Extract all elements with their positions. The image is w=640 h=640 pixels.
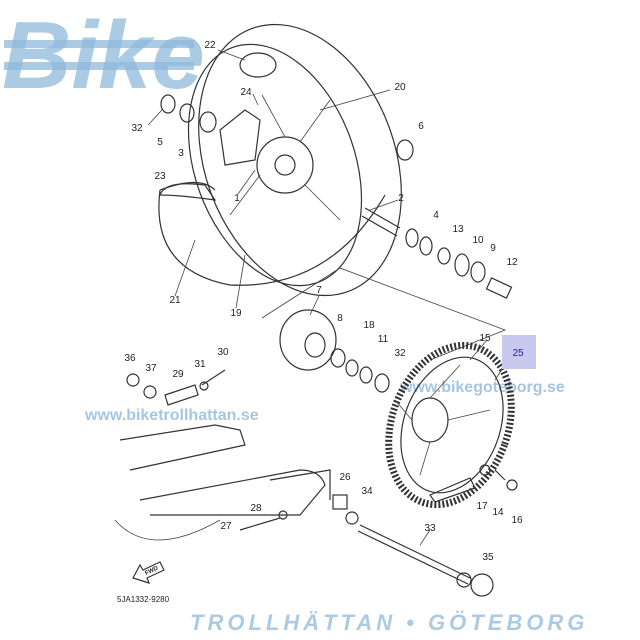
callout-26[interactable]: 26 (339, 472, 351, 483)
callout-11[interactable]: 11 (378, 334, 389, 345)
callout-13[interactable]: 13 (452, 224, 464, 235)
callout-14[interactable]: 14 (492, 507, 504, 518)
callout-32b[interactable]: 32 (394, 348, 406, 359)
callout-21[interactable]: 21 (169, 295, 181, 306)
rear-pulley-wheel (385, 341, 515, 509)
clutch-hub (279, 309, 337, 371)
callout-7[interactable]: 7 (316, 285, 322, 296)
belt-segment (429, 477, 476, 503)
small-hardware (126, 369, 518, 531)
callout-30[interactable]: 30 (217, 347, 229, 358)
callout-23[interactable]: 23 (154, 171, 166, 182)
part-25-highlight (502, 335, 536, 369)
watermark-brand: Bike (2, 2, 205, 109)
callout-12[interactable]: 12 (506, 257, 518, 268)
callout-17[interactable]: 17 (476, 501, 488, 512)
swing-arm (114, 424, 331, 541)
callout-20[interactable]: 20 (394, 82, 406, 93)
callout-36[interactable]: 36 (124, 353, 136, 364)
fwd-label: FWD (144, 565, 160, 576)
callout-28[interactable]: 28 (250, 503, 262, 514)
callout-18[interactable]: 18 (363, 320, 375, 331)
callout-22[interactable]: 22 (204, 40, 216, 51)
callout-32[interactable]: 32 (131, 123, 143, 134)
forward-arrow-icon: FWD (132, 561, 165, 584)
callout-16[interactable]: 16 (511, 515, 523, 526)
callout-10[interactable]: 10 (472, 235, 484, 246)
axle-collar (361, 207, 401, 237)
axle-nut (456, 572, 472, 588)
brake-caliper (219, 109, 261, 166)
watermark: Bike TROLLHÄTTAN • GÖTEBORG www.biketrol… (2, 2, 588, 635)
callout-4[interactable]: 4 (433, 210, 439, 221)
callout-5[interactable]: 5 (157, 137, 163, 148)
callout-33[interactable]: 33 (424, 523, 436, 534)
watermark-url-right: www.bikegoteborg.se (399, 379, 565, 396)
callout-8[interactable]: 8 (337, 313, 343, 324)
leader-lines (147, 49, 509, 546)
callout-24[interactable]: 24 (240, 87, 252, 98)
callout-2[interactable]: 2 (398, 193, 404, 204)
callout-19[interactable]: 19 (230, 308, 242, 319)
left-spacers (160, 94, 217, 133)
callout-3[interactable]: 3 (178, 148, 184, 159)
inner-tube (159, 183, 217, 201)
assembly-bracket (261, 267, 507, 361)
wheel-hub (229, 94, 341, 221)
callout-labels: 22 24 20 32 5 3 6 23 1 2 4 13 10 9 12 21… (124, 40, 524, 563)
callout-6[interactable]: 6 (418, 121, 424, 132)
watermark-tagline: TROLLHÄTTAN • GÖTEBORG (190, 610, 588, 635)
callout-9[interactable]: 9 (490, 243, 496, 254)
watermark-url-left: www.biketrollhattan.se (84, 407, 259, 424)
part-6-bracket (396, 139, 414, 161)
rear-axle (357, 524, 471, 585)
callout-1[interactable]: 1 (234, 193, 240, 204)
callout-37[interactable]: 37 (145, 363, 157, 374)
watermark-bar (4, 62, 194, 70)
callout-35[interactable]: 35 (482, 552, 494, 563)
callout-15[interactable]: 15 (479, 333, 491, 344)
callout-29[interactable]: 29 (172, 369, 184, 380)
callout-31[interactable]: 31 (194, 359, 206, 370)
watermark-bar (4, 40, 194, 48)
callout-25[interactable]: 25 (512, 348, 524, 359)
bearings-right (405, 228, 513, 299)
axle-cap (470, 573, 494, 597)
diagram-code: 5JA1332-9280 (117, 595, 170, 604)
callout-34[interactable]: 34 (361, 486, 373, 497)
bearings-center (330, 348, 390, 393)
callout-27[interactable]: 27 (220, 521, 232, 532)
